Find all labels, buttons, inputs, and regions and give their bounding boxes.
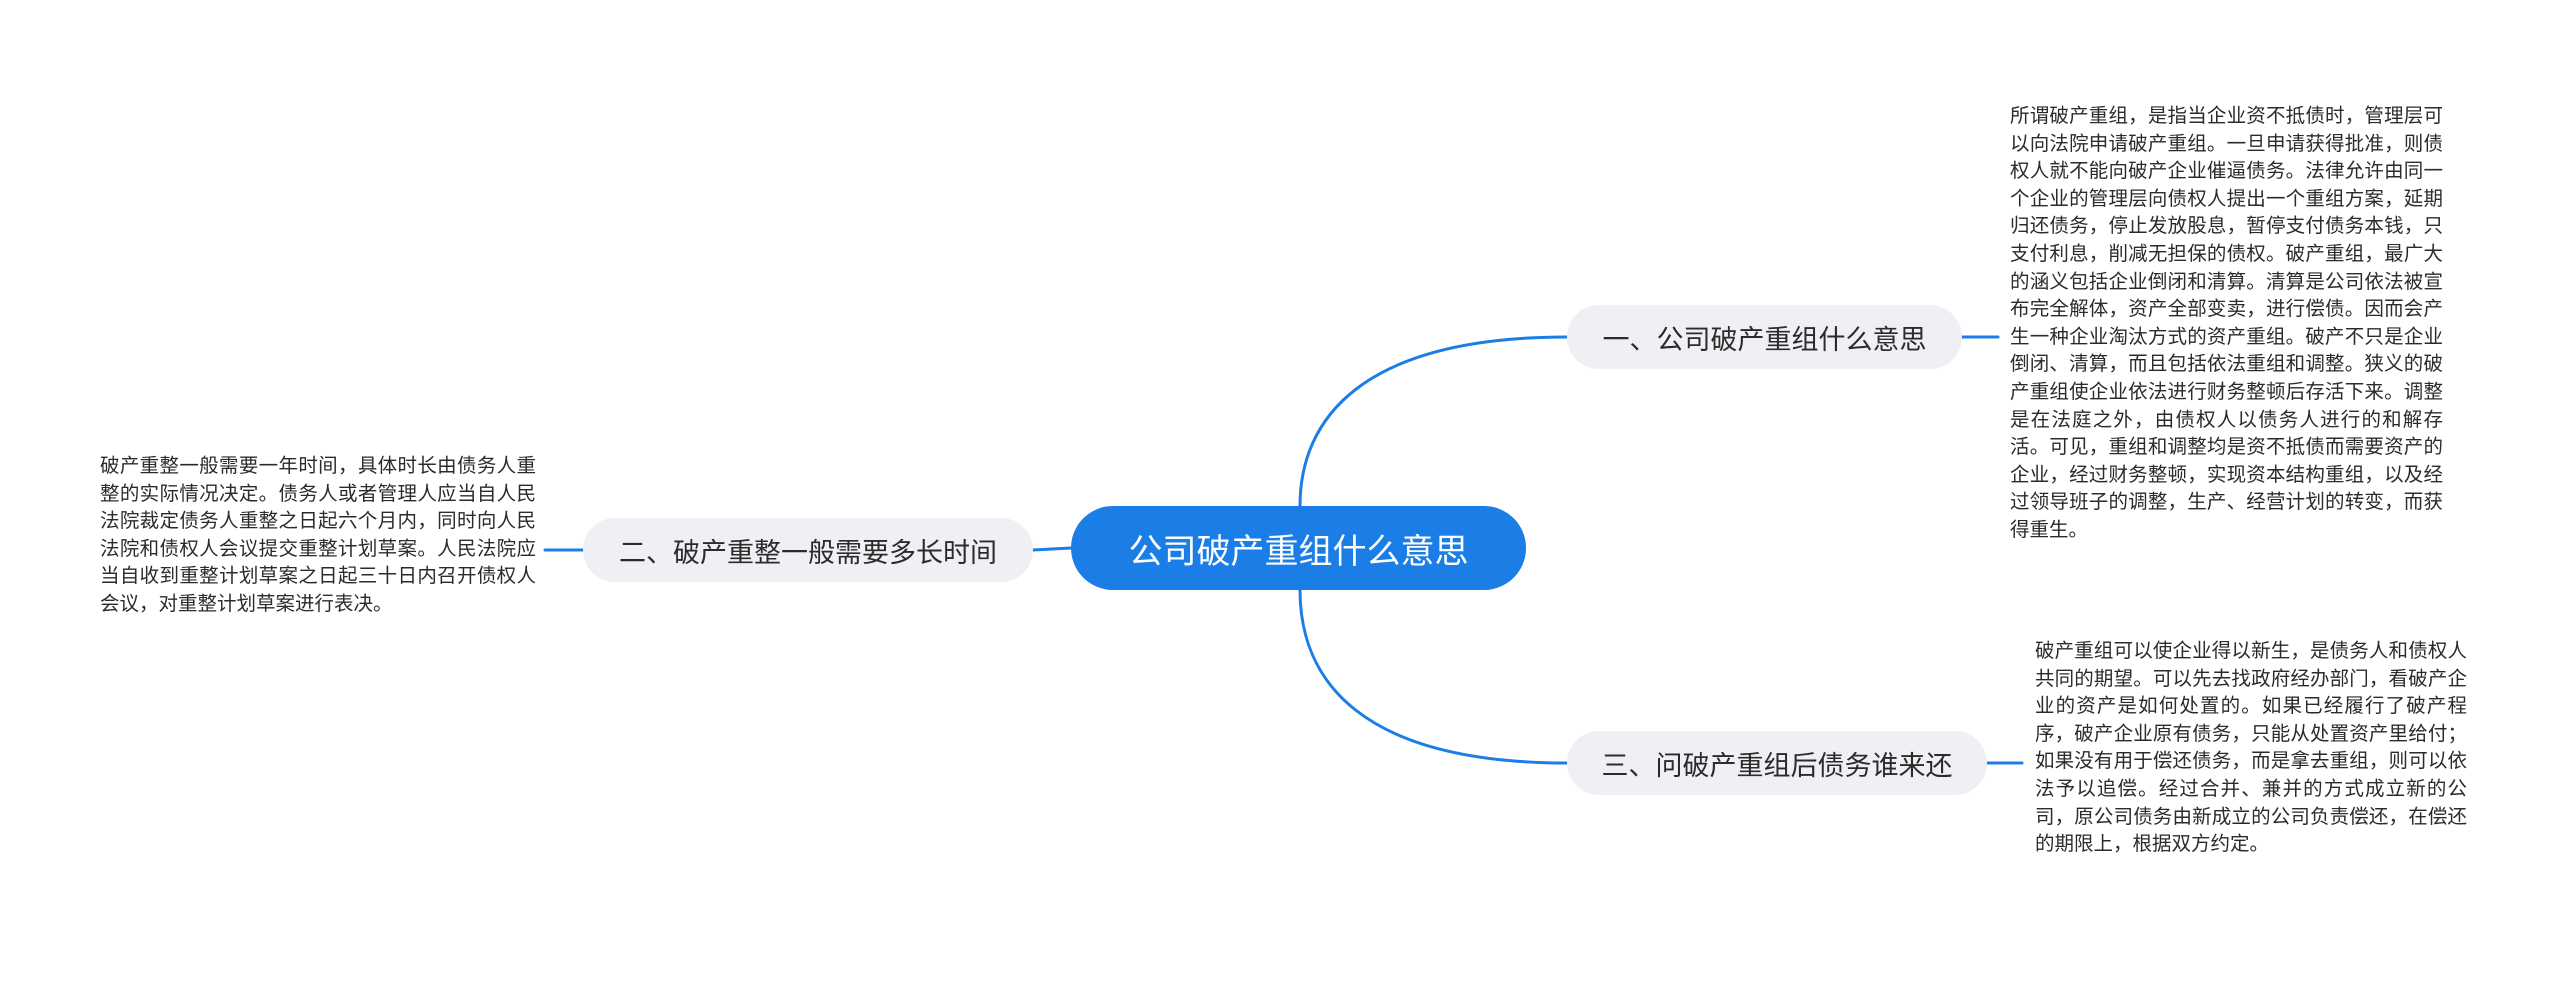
branch-topic-3-label: 三、问破产重组后债务谁来还 <box>1601 750 1953 782</box>
branch-topic-2[interactable]: 二、破产重整一般需要多长时间 <box>583 518 1033 582</box>
connector-root-to-branch-1 <box>1298 335 1569 508</box>
branch-topic-3[interactable]: 三、问破产重组后债务谁来还 <box>1567 731 1987 795</box>
connector-root-to-branch-2 <box>1031 546 1073 552</box>
root-topic[interactable]: 公司破产重组什么意思 <box>1071 506 1526 590</box>
detail-note-1[interactable]: 所谓破产重组，是指当企业资不抵债时，管理层可以向法院申请破产重组。一旦申请获得批… <box>2010 104 2443 541</box>
root-topic-label: 公司破产重组什么意思 <box>1128 531 1469 572</box>
branch-topic-1[interactable]: 一、公司破产重组什么意思 <box>1567 305 1962 369</box>
detail-note-2[interactable]: 破产重整一般需要一年时间，具体时长由债务人重整的实际情况决定。债务人或者管理人应… <box>100 454 536 615</box>
detail-note-3[interactable]: 破产重组可以使企业得以新生，是债务人和债权人共同的期望。可以先去找政府经办部门，… <box>2035 639 2467 856</box>
connector-root-to-branch-3 <box>1298 588 1569 765</box>
branch-topic-1-label: 一、公司破产重组什么意思 <box>1602 324 1927 356</box>
branch-topic-2-label: 二、破产重整一般需要多长时间 <box>619 537 997 569</box>
